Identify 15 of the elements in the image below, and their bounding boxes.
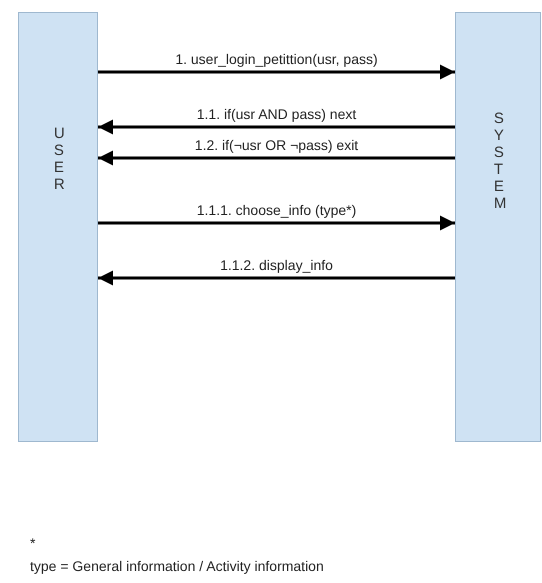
message-label: 1.1.2. display_info <box>218 257 335 273</box>
lifeline-box <box>455 12 541 442</box>
message-label: 1.1. if(usr AND pass) next <box>194 106 358 122</box>
lifeline-box <box>18 12 98 442</box>
message-label: 1. user_login_petittion(usr, pass) <box>173 51 380 67</box>
message-arrow <box>98 270 455 286</box>
message-arrow <box>98 64 455 80</box>
message-arrow <box>98 150 455 166</box>
footnote-mark: * <box>30 535 36 551</box>
message-arrow <box>98 120 455 134</box>
footnote: type = General information / Activity information <box>30 558 324 574</box>
lifeline-name: USER <box>54 125 62 193</box>
message-arrow <box>98 216 455 230</box>
message-label: 1.2. if(¬usr OR ¬pass) exit <box>192 137 360 153</box>
message-label: 1.1.1. choose_info (type*) <box>194 202 358 218</box>
